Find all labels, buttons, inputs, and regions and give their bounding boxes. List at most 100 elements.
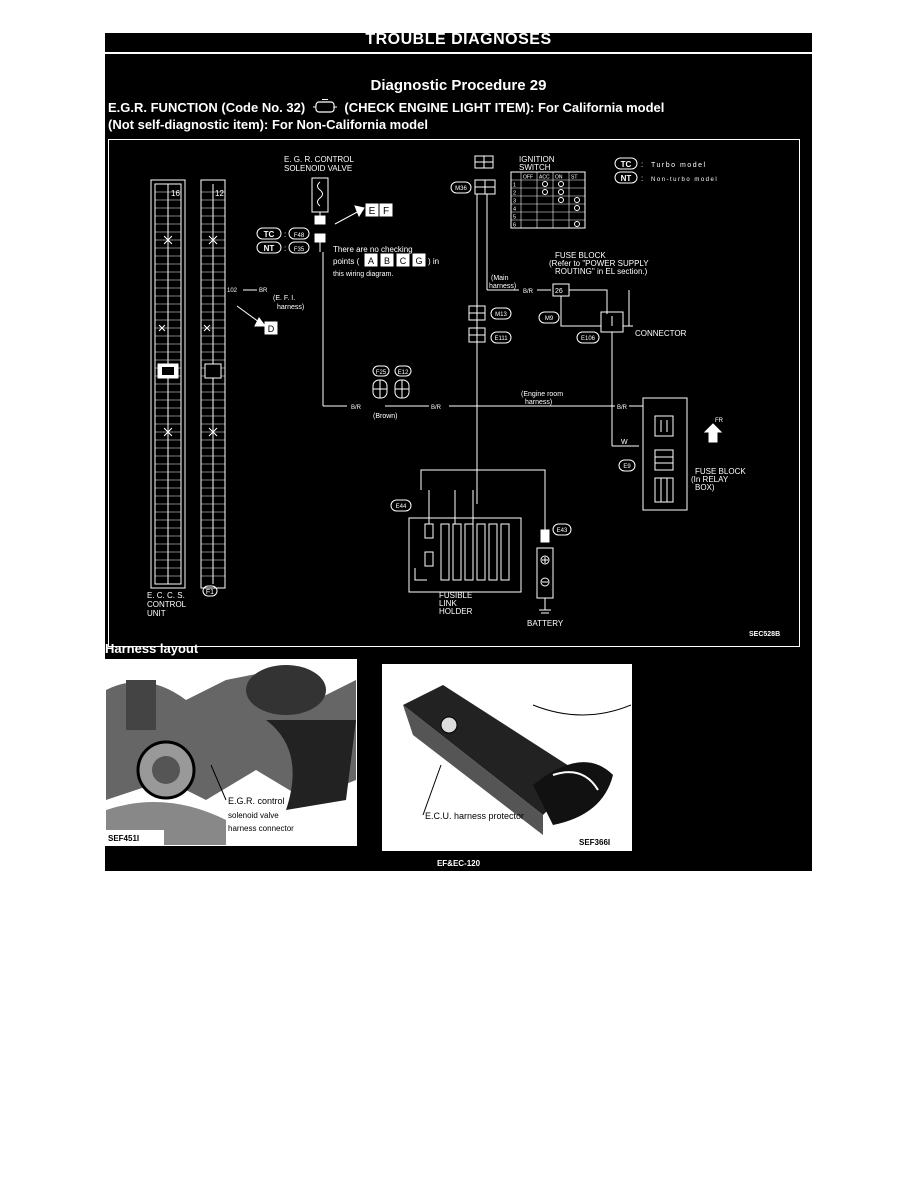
manual-page: TROUBLE DIAGNOSES Diagnostic Procedure 2… — [105, 31, 812, 871]
fusible-label-1: FUSIBLE — [439, 591, 472, 600]
point-e-f-arrow — [334, 205, 365, 225]
legend-nt-badge: NT — [621, 174, 632, 183]
connector-m9: M9 — [538, 311, 560, 324]
point-f: F — [383, 206, 389, 217]
connector-m36: M36 — [450, 181, 472, 194]
ign-row-6: 6 — [513, 223, 516, 229]
relay-label-2: (In RELAY — [691, 475, 729, 484]
battery-label: BATTERY — [527, 619, 564, 628]
photo1-label-1: E.G.R. control — [228, 796, 285, 806]
egr-connector-photo: E.G.R. control solenoid valve harness co… — [105, 659, 357, 846]
main-harness-2: harness) — [489, 283, 516, 290]
no-check-line-4: this wiring diagram. — [333, 271, 393, 278]
tc-connector: F48 — [294, 233, 305, 239]
photo2-code: SEF366I — [579, 838, 610, 847]
ign-contact-dot — [558, 181, 564, 187]
connector-label: CONNECTOR — [635, 329, 687, 338]
ign-col-on: ON — [555, 175, 563, 181]
svg-text:E9: E9 — [623, 464, 631, 470]
engine-harness-1: (Engine room — [521, 391, 563, 398]
svg-text:M13: M13 — [495, 312, 507, 318]
check-engine-note: (CHECK ENGINE LIGHT ITEM): For Californi… — [344, 100, 665, 115]
ign-contact-dot — [574, 221, 580, 227]
checking-points: A B C G — [364, 253, 426, 267]
connector-pin-grid — [155, 191, 225, 577]
point-e: E — [369, 206, 376, 217]
ign-row-3: 3 — [513, 199, 516, 205]
point-a: A — [368, 256, 374, 266]
ignition-switch-icon — [474, 155, 494, 169]
svg-text::: : — [641, 174, 643, 183]
wire-br-3: B/R — [617, 405, 628, 411]
svg-text:E43: E43 — [557, 528, 568, 534]
relay-box — [642, 397, 688, 511]
wire-br: BR — [259, 288, 268, 294]
photo1-code: SEF451I — [108, 834, 139, 843]
main-harness-1: (Main — [491, 275, 509, 282]
svg-text:E12: E12 — [398, 370, 409, 376]
point-b: B — [384, 256, 390, 266]
ign-contact-dot — [574, 197, 580, 203]
pin-12: 12 — [215, 189, 224, 198]
eccs-label-2: CONTROL — [147, 600, 187, 609]
wire-br-4: B/R — [523, 289, 534, 295]
page-title: TROUBLE DIAGNOSES — [365, 31, 552, 48]
relay-label-1: FUSE BLOCK — [695, 467, 746, 476]
ecu-harness-photo: E.C.U. harness protector SEF366I — [382, 664, 632, 851]
procedure-title: Diagnostic Procedure 29 — [370, 77, 547, 94]
svg-text::: : — [284, 230, 286, 239]
no-check-line-2: points ( — [333, 257, 360, 266]
ign-label-1: IGNITION — [519, 155, 555, 164]
efi-harness-2: harness) — [277, 304, 304, 311]
ign-label-2: SWITCH — [519, 163, 551, 172]
egr-solenoid-symbol — [311, 177, 329, 252]
photo1-label-3: harness connector — [228, 824, 294, 833]
conn-f1: F1 — [206, 589, 214, 596]
procedure-line-2: (Not self-diagnostic item): For Non-Cali… — [108, 117, 428, 132]
check-engine-icon: CHECK — [312, 98, 337, 113]
egr-label-1: E. G. R. CONTROL — [284, 155, 354, 164]
ign-row-1: 1 — [513, 183, 516, 189]
check-icon-text: CHECK — [316, 106, 334, 112]
point-d-arrow — [236, 305, 266, 327]
connector-e111: E111 — [468, 327, 512, 344]
svg-text:F25: F25 — [376, 370, 387, 376]
no-check-line-3: ) in — [428, 257, 439, 266]
photo1-label-2: solenoid valve — [228, 811, 279, 820]
nt-connector: F35 — [294, 247, 305, 253]
connector-e43: E43 — [552, 523, 572, 536]
fuse-label-1: FUSE BLOCK — [555, 251, 606, 260]
front-arrow-icon: FR — [703, 418, 724, 443]
relay-label-3: BOX) — [695, 483, 715, 492]
ign-row-2: 2 — [513, 191, 516, 197]
harness-layout-title: Harness layout — [105, 641, 199, 656]
ign-contact-dot — [574, 205, 580, 211]
svg-text::: : — [641, 160, 643, 169]
svg-text:FR: FR — [715, 418, 724, 424]
eccs-label-3: UNIT — [147, 609, 166, 618]
page-number: EF&EC-120 — [436, 859, 481, 868]
legend-tc-badge: TC — [621, 160, 632, 169]
wire-br-2: B/R — [431, 405, 442, 411]
point-g: G — [415, 256, 422, 266]
pin-26: 26 — [555, 288, 563, 295]
efi-harness-1: (E. F. I. — [273, 295, 295, 302]
svg-text:M36: M36 — [455, 186, 467, 192]
connector-f25: F25 — [372, 365, 390, 399]
page-header: TROUBLE DIAGNOSES — [105, 31, 812, 55]
nt-badge: NT — [264, 244, 275, 253]
eccs-label-1: E. C. C. S. — [147, 591, 185, 600]
svg-text:E106: E106 — [581, 336, 596, 342]
ign-contact-dot — [542, 189, 548, 195]
fusible-label-3: HOLDER — [439, 607, 473, 616]
code-label: E.G.R. FUNCTION (Code No. 32) — [108, 100, 306, 115]
battery-symbol — [536, 529, 554, 614]
procedure-line-1: E.G.R. FUNCTION (Code No. 32) CHECK (CHE… — [108, 98, 665, 115]
engine-harness-2: harness) — [525, 399, 552, 406]
svg-text::: : — [284, 244, 286, 253]
wire-br-1: B/R — [351, 405, 362, 411]
wire-w: W — [621, 439, 628, 446]
connector-e9: E9 — [618, 459, 636, 472]
svg-text:E111: E111 — [494, 336, 508, 342]
